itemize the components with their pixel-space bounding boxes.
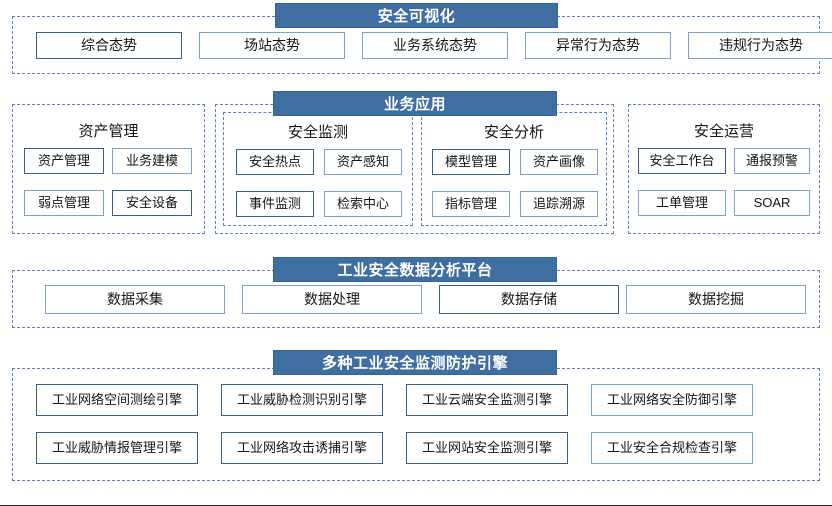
banner-data-platform: 工业安全数据分析平台 (273, 257, 557, 282)
banner-business-application: 业务应用 (273, 91, 557, 116)
box-website-security-monitoring-engine[interactable]: 工业网站安全监测引擎 (406, 432, 568, 464)
tier-business-application: 安全监测 安全热点 资产感知 事件监测 检索中心 安全分析 模型管理 资产画像 … (215, 104, 614, 234)
box-station-situation[interactable]: 场站态势 (199, 32, 345, 59)
box-violation-behavior-situation[interactable]: 违规行为态势 (688, 32, 832, 59)
box-indicator-management[interactable]: 指标管理 (432, 191, 510, 217)
group-security-operations-frame (628, 104, 820, 234)
box-data-collection[interactable]: 数据采集 (45, 285, 225, 314)
box-business-modeling[interactable]: 业务建模 (112, 148, 192, 174)
box-asset-perception[interactable]: 资产感知 (324, 149, 402, 175)
box-soar[interactable]: SOAR (734, 190, 810, 216)
box-cloud-security-monitoring-engine[interactable]: 工业云端安全监测引擎 (406, 384, 568, 416)
group-security-analysis: 安全分析 模型管理 资产画像 指标管理 追踪溯源 (421, 112, 607, 226)
group-security-monitoring: 安全监测 安全热点 资产感知 事件监测 检索中心 (223, 112, 413, 226)
group-asset-management-title: 资产管理 (78, 123, 139, 140)
group-security-operations: 安全运营 安全工作台 通报预警 工单管理 SOAR (628, 104, 820, 234)
tier-engines: 工业网络空间测绘引擎 工业威胁检测识别引擎 工业云端安全监测引擎 工业网络安全防… (12, 368, 820, 481)
box-threat-intelligence-engine[interactable]: 工业威胁情报管理引擎 (36, 432, 198, 464)
box-comprehensive-situation[interactable]: 综合态势 (36, 32, 182, 59)
box-event-monitoring[interactable]: 事件监测 (236, 191, 314, 217)
box-data-processing[interactable]: 数据处理 (242, 285, 422, 314)
box-asset-portrait[interactable]: 资产画像 (520, 149, 598, 175)
box-retrieval-center[interactable]: 检索中心 (324, 191, 402, 217)
group-security-operations-title: 安全运营 (693, 123, 754, 140)
box-data-mining[interactable]: 数据挖掘 (626, 285, 806, 314)
group-asset-management-frame (12, 104, 205, 234)
box-attack-trapping-engine[interactable]: 工业网络攻击诱捕引擎 (221, 432, 383, 464)
box-data-storage[interactable]: 数据存储 (439, 285, 619, 314)
box-weakness-management[interactable]: 弱点管理 (24, 190, 104, 216)
box-notification-alert[interactable]: 通报预警 (734, 148, 810, 174)
banner-engines: 多种工业安全监测防护引擎 (273, 350, 557, 375)
group-asset-management: 资产管理 资产管理 业务建模 弱点管理 安全设备 (12, 104, 205, 234)
box-trace-source[interactable]: 追踪溯源 (520, 191, 598, 217)
banner-visualization: 安全可视化 (275, 3, 558, 28)
box-security-device[interactable]: 安全设备 (112, 190, 192, 216)
box-threat-detection-engine[interactable]: 工业威胁检测识别引擎 (221, 384, 383, 416)
tier-visualization: 综合态势 场站态势 业务系统态势 异常行为态势 违规行为态势 (12, 16, 832, 74)
tier-data-platform: 数据采集 数据处理 数据存储 数据挖掘 (12, 270, 820, 328)
group-security-monitoring-title: 安全监测 (287, 124, 348, 141)
box-cyberspace-mapping-engine[interactable]: 工业网络空间测绘引擎 (36, 384, 198, 416)
box-security-hotspot[interactable]: 安全热点 (236, 149, 314, 175)
box-business-system-situation[interactable]: 业务系统态势 (362, 32, 508, 59)
box-abnormal-behavior-situation[interactable]: 异常行为态势 (525, 32, 671, 59)
box-work-order-management[interactable]: 工单管理 (638, 190, 726, 216)
box-compliance-check-engine[interactable]: 工业安全合规检查引擎 (591, 432, 753, 464)
box-asset-management[interactable]: 资产管理 (24, 148, 104, 174)
group-security-analysis-title: 安全分析 (483, 124, 544, 141)
box-security-workbench[interactable]: 安全工作台 (638, 148, 726, 174)
box-network-security-defense-engine[interactable]: 工业网络安全防御引擎 (591, 384, 753, 416)
box-model-management[interactable]: 模型管理 (432, 149, 510, 175)
